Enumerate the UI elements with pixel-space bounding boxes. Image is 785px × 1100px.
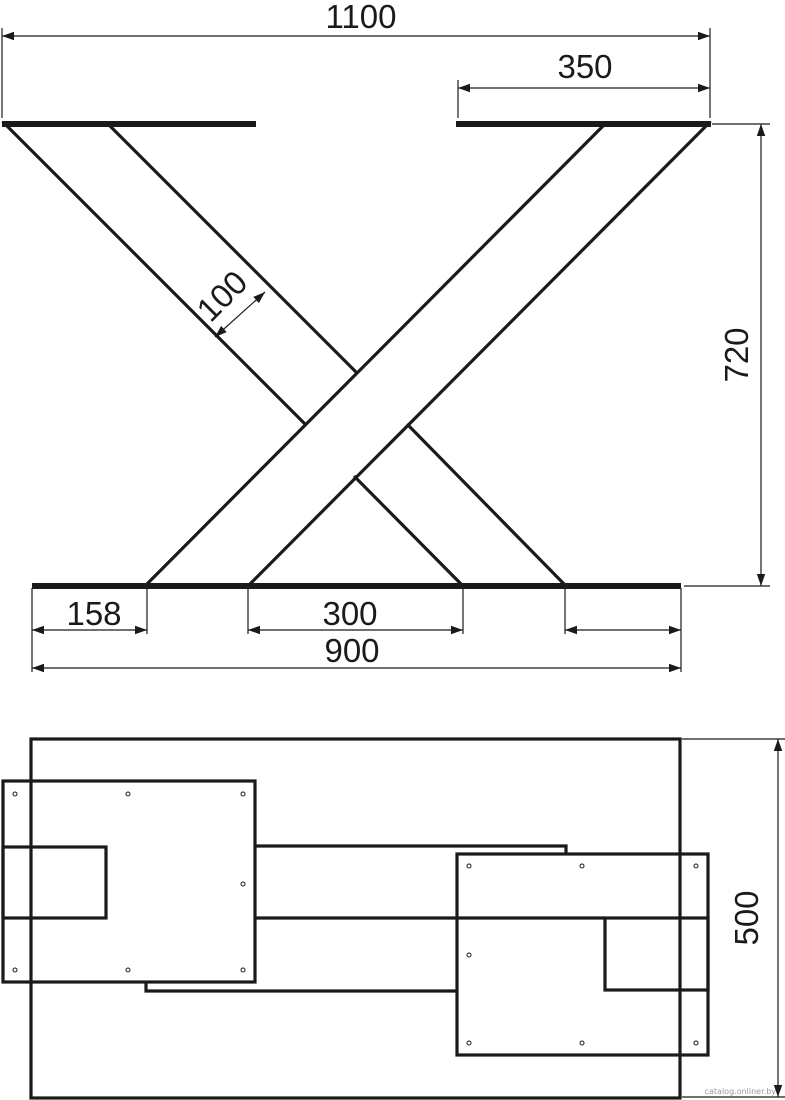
dim-bottom-width: 900 xyxy=(32,632,681,673)
beam-upper xyxy=(255,844,568,854)
hole xyxy=(466,1040,472,1046)
hole xyxy=(579,1040,585,1046)
dim-top-plate: 350 xyxy=(457,48,710,118)
hole xyxy=(125,967,131,973)
hole xyxy=(693,1040,699,1046)
dim-height: 720 xyxy=(684,123,770,587)
mount-plate-left-holes xyxy=(12,791,246,973)
dim-depth: 500 xyxy=(682,738,785,1098)
top-view xyxy=(1,737,710,1100)
leg-back-segment-upper xyxy=(1,122,358,426)
dim-label-bottom-offset: 158 xyxy=(66,595,121,632)
mount-plate-right xyxy=(455,852,710,1057)
dim-bottom-right-offset xyxy=(564,588,682,672)
dim-label-top-plate: 350 xyxy=(557,48,612,85)
front-view xyxy=(1,121,712,589)
hole xyxy=(240,791,246,797)
watermark-text: catalog.onliner.by xyxy=(705,1087,777,1096)
hole xyxy=(240,881,246,887)
dim-leg-width: 100 xyxy=(189,263,266,338)
hole xyxy=(466,863,472,869)
leg-back-segment-lower xyxy=(352,422,570,588)
hole xyxy=(466,952,472,958)
hole xyxy=(125,791,131,797)
dim-bottom-gap: 300 xyxy=(247,588,464,635)
hole xyxy=(693,863,699,869)
beam-lower xyxy=(144,982,457,993)
dim-bottom-offset: 158 xyxy=(31,588,148,672)
leg-stub-left xyxy=(1,845,108,920)
dim-label-depth: 500 xyxy=(728,890,765,945)
leg-front xyxy=(141,122,712,588)
dim-overall-width: 1100 xyxy=(1,0,711,118)
hole xyxy=(12,967,18,973)
hole xyxy=(12,791,18,797)
mount-plate-left xyxy=(1,779,257,984)
leg-stub-right xyxy=(603,916,710,992)
hole xyxy=(240,967,246,973)
dim-label-height: 720 xyxy=(718,327,755,382)
hole xyxy=(579,863,585,869)
dim-label-bottom-gap: 300 xyxy=(322,595,377,632)
dim-label-bottom-width: 900 xyxy=(324,632,379,669)
mount-plate-right-holes xyxy=(466,863,699,1046)
dim-label-overall-width: 1100 xyxy=(326,0,397,35)
